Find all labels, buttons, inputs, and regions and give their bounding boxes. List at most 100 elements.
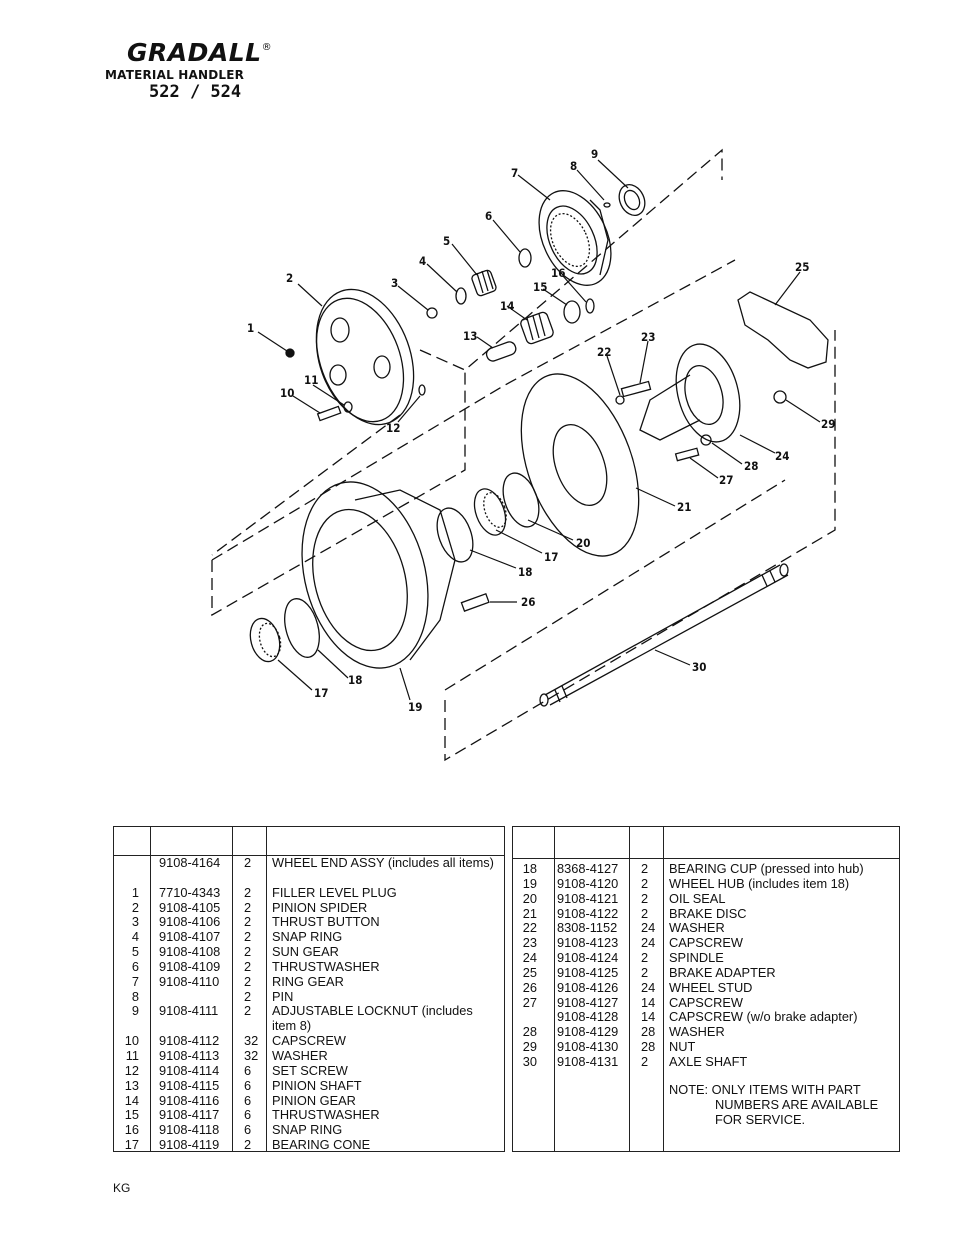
thrust-button xyxy=(426,307,438,319)
item-number: 27 xyxy=(522,994,537,1010)
description: WHEEL STUD xyxy=(669,979,753,995)
description: OIL SEAL xyxy=(669,890,726,906)
part-number: 9108-4131 xyxy=(557,1053,619,1069)
set-screw xyxy=(418,384,426,396)
callout: 5 xyxy=(443,234,450,248)
description: RING GEAR xyxy=(272,973,344,989)
item-number: 15 xyxy=(124,1107,139,1123)
callout: 16 xyxy=(551,266,565,280)
adjustable-locknut xyxy=(618,183,646,217)
description: SET SCREW xyxy=(272,1062,348,1078)
part-number: 9108-4111 xyxy=(159,1003,219,1019)
quantity: 2 xyxy=(244,855,252,870)
item-number: 9 xyxy=(131,1003,139,1019)
item-number: 18 xyxy=(522,861,537,876)
item-number: 25 xyxy=(522,964,537,980)
part-number: 9108-4118 xyxy=(159,1122,220,1138)
quantity: 32 xyxy=(244,1047,259,1063)
capscrew-27 xyxy=(674,447,700,462)
item-number: 28 xyxy=(522,1024,537,1040)
part-number: 9108-4108 xyxy=(159,944,221,960)
note-line: NOTE: ONLY ITEMS WITH PART xyxy=(669,1082,861,1097)
subtitle: MATERIAL HANDLER xyxy=(105,68,245,82)
callout: 19 xyxy=(408,700,422,714)
callout: 18 xyxy=(348,673,362,687)
quantity: 2 xyxy=(244,899,252,915)
callout: 23 xyxy=(641,330,655,344)
description: NUT xyxy=(669,1039,696,1055)
item-number: 4 xyxy=(131,929,139,945)
table-header xyxy=(114,827,504,856)
note-line: FOR SERVICE. xyxy=(715,1111,806,1127)
callout: 20 xyxy=(576,536,590,550)
item-number: 12 xyxy=(124,1062,139,1078)
wheel-hub xyxy=(301,481,456,669)
quantity: 6 xyxy=(244,1107,252,1123)
description: WASHER xyxy=(272,1047,328,1063)
item-number: 22 xyxy=(522,920,537,936)
item-number: 26 xyxy=(522,979,537,995)
item-number: 21 xyxy=(522,905,537,921)
callout: 25 xyxy=(795,260,809,274)
part-number: 9108-4119 xyxy=(159,1137,220,1153)
description: AXLE SHAFT xyxy=(669,1053,748,1069)
callout: 22 xyxy=(597,345,611,359)
bearing-cone-upper xyxy=(473,488,507,536)
quantity: 2 xyxy=(244,929,252,945)
part-number: 9108-4113 xyxy=(159,1047,220,1063)
bearing-cone-lower xyxy=(249,617,282,663)
description: CAPSCREW xyxy=(272,1033,346,1049)
callout: 7 xyxy=(511,166,518,180)
callout: 11 xyxy=(304,373,318,387)
footer-code: KG xyxy=(113,1181,131,1195)
part-number: 9108-4109 xyxy=(159,958,221,974)
callout: 1 xyxy=(247,321,254,335)
callout: 17 xyxy=(544,550,558,564)
quantity: 24 xyxy=(641,979,656,995)
description: THRUST BUTTON xyxy=(272,914,380,930)
callout: 27 xyxy=(719,473,733,487)
part-number: 9108-4130 xyxy=(557,1039,619,1055)
item-number: 19 xyxy=(522,875,537,891)
pinion-shaft xyxy=(485,341,517,362)
brake-disc xyxy=(520,373,640,557)
nut-29 xyxy=(773,390,787,404)
quantity: 2 xyxy=(641,1053,649,1069)
item-number: 7 xyxy=(131,973,139,989)
part-number: 9108-4122 xyxy=(557,905,619,921)
description: WASHER xyxy=(669,1024,725,1040)
part-number: 9108-4107 xyxy=(159,929,221,945)
description: WASHER xyxy=(669,920,725,936)
item-number: 5 xyxy=(131,944,139,960)
item-number: 17 xyxy=(124,1137,139,1153)
washer-22 xyxy=(615,395,625,405)
thrustwasher-15 xyxy=(563,300,581,324)
item-number: 13 xyxy=(124,1077,139,1093)
service-note: NOTE: ONLY ITEMS WITH PART NUMBERS ARE A… xyxy=(669,1082,878,1128)
callout: 15 xyxy=(533,280,547,294)
description: CAPSCREW (w/o brake adapter) xyxy=(669,1009,858,1025)
part-number: 7710-4343 xyxy=(159,884,221,900)
part-number: 9108-4129 xyxy=(557,1024,619,1040)
quantity: 24 xyxy=(641,935,656,951)
callout: 8 xyxy=(570,159,577,173)
quantity: 2 xyxy=(244,1137,252,1153)
description: ADJUSTABLE LOCKNUT (includes item 8) xyxy=(272,1003,473,1034)
item-number: 14 xyxy=(124,1092,139,1108)
dashed-frame xyxy=(211,148,836,762)
description: BRAKE DISC xyxy=(669,905,747,921)
